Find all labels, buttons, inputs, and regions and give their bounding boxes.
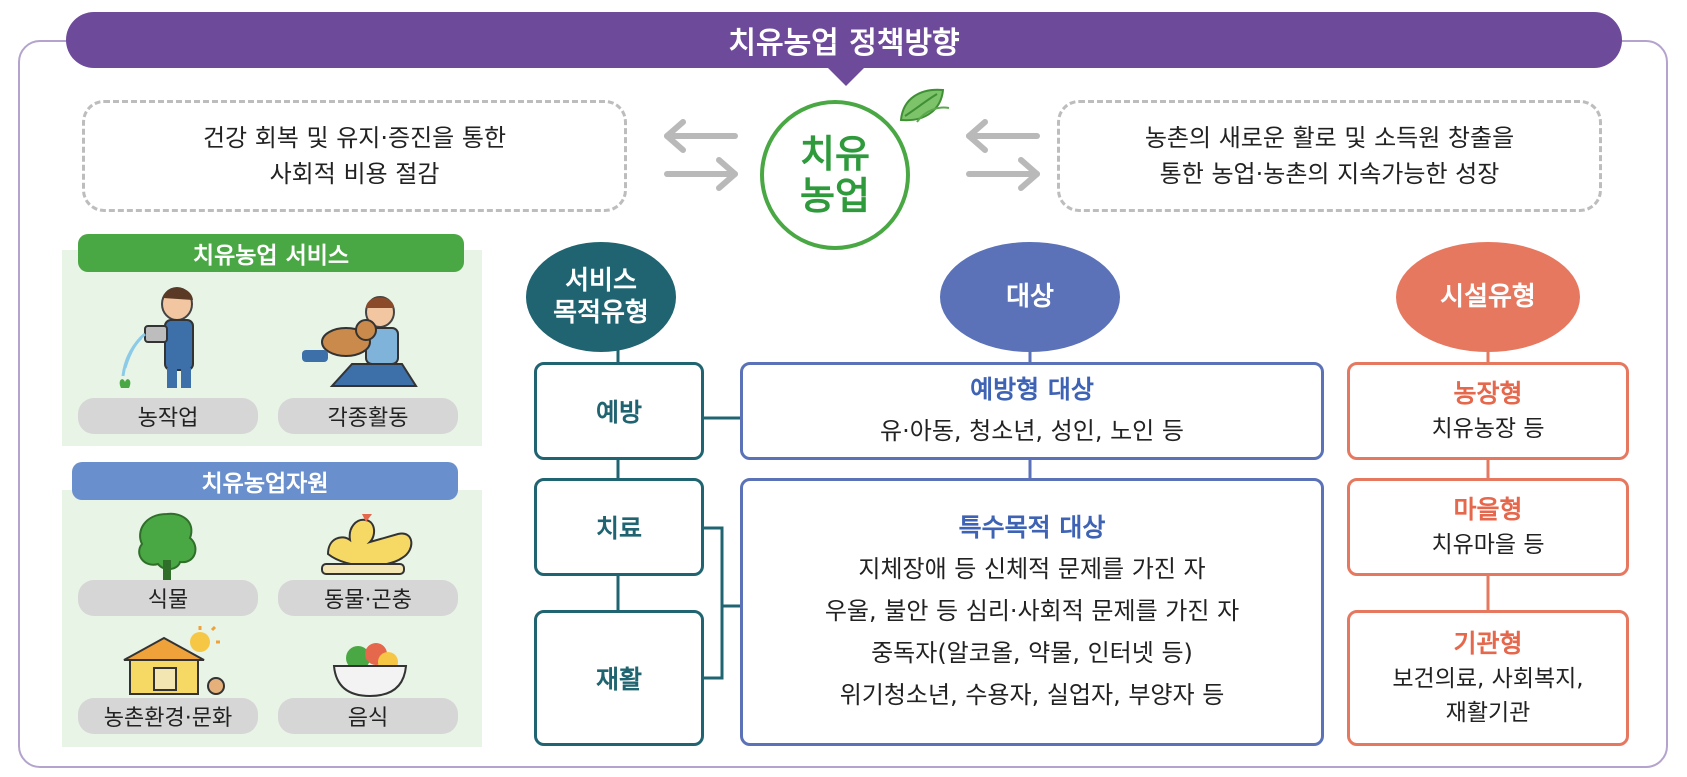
target-header-circle: 대상 — [940, 242, 1120, 352]
purpose-header-line-1: 서비스 — [565, 266, 637, 296]
right-goal-line-2: 통한 농업·농촌의 지속가능한 성장 — [1159, 160, 1500, 188]
purpose-header-circle: 서비스 목적유형 — [526, 242, 676, 352]
resources-title: 치유농업자원 — [72, 462, 458, 500]
facility-village-title: 마을형 — [1453, 495, 1523, 524]
resource-item-plants: 식물 — [78, 580, 258, 616]
facility-institution-title: 기관형 — [1453, 629, 1523, 658]
facility-farm-box: 농장형 치유농장 등 — [1347, 362, 1629, 460]
person-with-dog-icon — [302, 296, 418, 387]
center-label-2: 농업 — [800, 174, 870, 218]
target-special-line: 지체장애 등 신체적 문제를 가진 자 — [858, 555, 1206, 583]
target-prevention-title: 예방형 대상 — [970, 375, 1094, 404]
target-special-line: 우울, 불안 등 심리·사회적 문제를 가진 자 — [824, 597, 1240, 625]
banner-pointer — [826, 66, 866, 86]
left-goal-line-2: 사회적 비용 절감 — [269, 160, 440, 188]
purpose-header-line-2: 목적유형 — [553, 298, 649, 328]
exchange-arrows-right-icon — [966, 119, 1040, 191]
center-label-1: 치유 — [800, 132, 870, 176]
facility-institution-text: 재활기관 — [1445, 700, 1531, 726]
purpose-rehabilitation-label: 재활 — [595, 665, 642, 694]
chicken-icon — [321, 514, 413, 575]
services-title: 치유농업 서비스 — [78, 234, 464, 272]
purpose-treatment-label: 치료 — [595, 514, 642, 543]
purpose-prevention-label: 예방 — [595, 398, 642, 427]
resource-item-animals-insects: 동물·곤충 — [278, 580, 458, 616]
left-goal-line-1: 건강 회복 및 유지·증진을 통한 — [202, 124, 507, 152]
farmer-watering-icon — [119, 287, 194, 388]
leaf-icon — [899, 88, 950, 123]
page-title: 치유농업 정책방향 — [66, 12, 1622, 68]
purpose-treatment-box: 치료 — [534, 478, 704, 576]
tree-icon — [138, 512, 197, 584]
service-item-farming: 농작업 — [78, 398, 258, 434]
facility-village-text: 치유마을 등 — [1431, 532, 1545, 558]
rural-house-icon — [123, 626, 225, 695]
purpose-prevention-box: 예방 — [534, 362, 704, 460]
service-item-activities: 각종활동 — [278, 398, 458, 434]
food-bowl-icon — [332, 643, 408, 698]
target-special-line: 위기청소년, 수용자, 실업자, 부양자 등 — [839, 681, 1225, 709]
target-special-line: 중독자(알코올, 약물, 인터넷 등) — [871, 639, 1193, 667]
center-circle: 치유 농업 — [760, 100, 910, 250]
target-special-box: 특수목적 대상 지체장애 등 신체적 문제를 가진 자 우울, 불안 등 심리·… — [740, 478, 1324, 746]
left-goal-box: 건강 회복 및 유지·증진을 통한 사회적 비용 절감 — [82, 100, 627, 212]
exchange-arrows-left-icon — [664, 119, 738, 191]
facility-farm-text: 치유농장 등 — [1431, 416, 1545, 442]
resource-item-rural-environment-culture: 농촌환경·문화 — [78, 698, 258, 734]
resource-item-food: 음식 — [278, 698, 458, 734]
purpose-rehabilitation-box: 재활 — [534, 610, 704, 746]
target-header-label: 대상 — [1006, 282, 1054, 312]
facility-institution-text: 보건의료, 사회복지, — [1392, 666, 1584, 692]
target-prevention-box: 예방형 대상 유·아동, 청소년, 성인, 노인 등 — [740, 362, 1324, 460]
right-goal-box: 농촌의 새로운 활로 및 소득원 창출을 통한 농업·농촌의 지속가능한 성장 — [1057, 100, 1602, 212]
facility-village-box: 마을형 치유마을 등 — [1347, 478, 1629, 576]
right-goal-line-1: 농촌의 새로운 활로 및 소득원 창출을 — [1144, 124, 1515, 152]
target-prevention-text: 유·아동, 청소년, 성인, 노인 등 — [880, 417, 1184, 445]
target-special-title: 특수목적 대상 — [958, 513, 1106, 542]
facility-header-circle: 시설유형 — [1396, 242, 1580, 352]
facility-institution-box: 기관형 보건의료, 사회복지, 재활기관 — [1347, 610, 1629, 746]
facility-farm-title: 농장형 — [1453, 379, 1523, 408]
facility-header-label: 시설유형 — [1440, 282, 1536, 312]
